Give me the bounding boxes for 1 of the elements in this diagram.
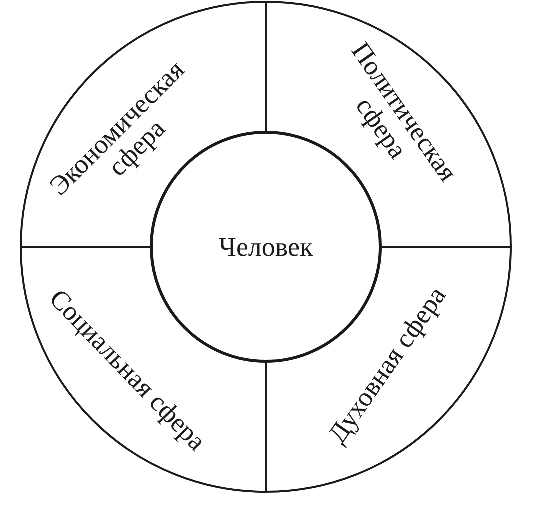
- center-label: Человек: [218, 232, 314, 262]
